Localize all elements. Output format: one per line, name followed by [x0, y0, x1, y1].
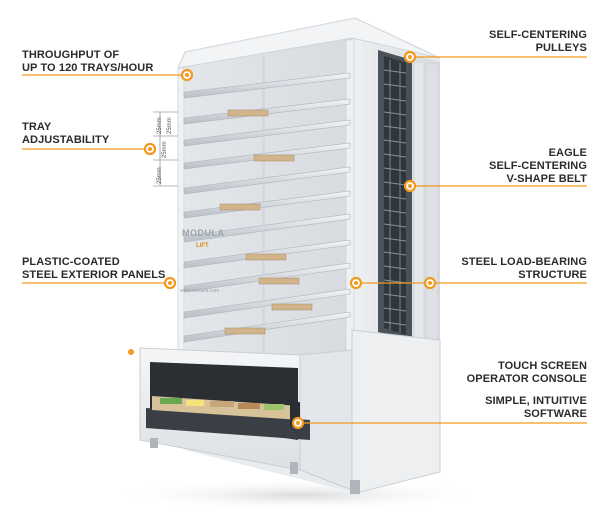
- callout-software-line1: SIMPLE, INTUITIVE: [485, 395, 587, 407]
- callout-dot-center: [148, 147, 152, 151]
- dimension-marks: [153, 111, 178, 187]
- callout-software: SIMPLE, INTUITIVE SOFTWARE: [485, 395, 587, 421]
- tray-goods: [224, 327, 266, 335]
- tray: [183, 190, 351, 219]
- callout-dot-center: [428, 281, 432, 285]
- callout-belt: EAGLE SELF-CENTERING V-SHAPE BELT: [489, 147, 587, 186]
- callout-throughput: THROUGHPUT OF UP TO 120 TRAYS/HOUR: [22, 49, 153, 75]
- callout-throughput-line1: THROUGHPUT OF: [22, 49, 120, 61]
- callout-pulleys-line1: SELF-CENTERING: [489, 29, 587, 41]
- brand-logo: MODULA: [182, 228, 225, 238]
- callout-structure-line2: STRUCTURE: [518, 269, 587, 281]
- elevator-rung: [383, 153, 407, 158]
- callout-panels: PLASTIC-COATED STEEL EXTERIOR PANELS: [22, 256, 166, 282]
- elevator-rung: [383, 251, 407, 256]
- dimension-label: 25mm: [157, 117, 163, 134]
- callout-dot-center: [354, 281, 358, 285]
- elevator-rung: [383, 307, 407, 312]
- callout-dot-center: [408, 184, 412, 188]
- tray: [183, 72, 351, 99]
- tray: [183, 288, 351, 319]
- tray: [183, 311, 351, 343]
- elevator-rung: [383, 293, 407, 298]
- callout-structure-line1: STEEL LOAD-BEARING: [461, 256, 587, 268]
- brand-lift: LIFT: [196, 243, 209, 249]
- elevator-rung: [383, 69, 407, 74]
- elevator-rung: [383, 209, 407, 214]
- tray-stack: [183, 72, 351, 343]
- tray-goods: [245, 253, 287, 261]
- elevator-rung: [383, 181, 407, 186]
- callout-dot-center: [185, 73, 189, 77]
- elevator-rung: [383, 139, 407, 144]
- dimension-label: 25mm: [167, 117, 173, 134]
- callout-dot-center: [168, 281, 172, 285]
- callout-throughput-line2: UP TO 120 TRAYS/HOUR: [22, 62, 154, 74]
- tray-goods: [219, 203, 261, 211]
- elevator-rung: [383, 237, 407, 242]
- tray: [183, 166, 351, 195]
- tray-goods: [253, 154, 295, 162]
- callout-tray-line1: TRAY: [22, 121, 52, 133]
- callout-pulleys-line2: PULLEYS: [535, 42, 587, 54]
- base-unit: [128, 329, 441, 495]
- elevator-rung: [383, 125, 407, 130]
- callout-dot-center: [408, 55, 412, 59]
- dimension-label: 25mm: [157, 167, 163, 184]
- callout-panels-line2: STEEL EXTERIOR PANELS: [22, 269, 166, 281]
- elevator-rung: [383, 321, 407, 326]
- tray-goods: [271, 303, 313, 311]
- callout-belt-line3: V-SHAPE BELT: [506, 173, 587, 185]
- ground-shadow: [110, 479, 490, 511]
- callout-tray-line2: ADJUSTABILITY: [22, 134, 110, 146]
- callout-pulleys: SELF-CENTERING PULLEYS: [489, 29, 587, 55]
- callout-panels-line1: PLASTIC-COATED: [22, 256, 120, 268]
- callout-console-line1: TOUCH SCREEN: [497, 360, 587, 372]
- callout-dots: [143, 50, 437, 430]
- leader-lines: [22, 56, 587, 424]
- callout-console-line2: OPERATOR CONSOLE: [466, 373, 587, 385]
- callout-dot-center: [296, 421, 300, 425]
- brand-url: www.modula.com: [180, 288, 220, 294]
- tray: [183, 119, 351, 147]
- callout-structure: STEEL LOAD-BEARING STRUCTURE: [461, 256, 587, 282]
- elevator-rung: [383, 111, 407, 116]
- elevator-rung: [383, 195, 407, 200]
- elevator-rung: [383, 83, 407, 88]
- callout-tray-adjustability: TRAY ADJUSTABILITY: [22, 121, 109, 147]
- elevator-rung: [383, 265, 407, 270]
- tray: [183, 262, 351, 293]
- tray-goods: [258, 277, 300, 285]
- elevator-rung: [383, 97, 407, 102]
- tray-goods: [227, 109, 269, 117]
- tray: [183, 213, 351, 243]
- callout-belt-line1: EAGLE: [548, 147, 587, 159]
- elevator-column: [378, 50, 412, 340]
- callout-software-line2: SOFTWARE: [523, 408, 587, 420]
- callout-belt-line2: SELF-CENTERING: [489, 160, 587, 172]
- dimension-label: 25mm: [162, 141, 168, 158]
- elevator-rung: [383, 167, 407, 172]
- elevator-rung: [383, 223, 407, 228]
- callout-console: TOUCH SCREEN OPERATOR CONSOLE: [467, 360, 587, 386]
